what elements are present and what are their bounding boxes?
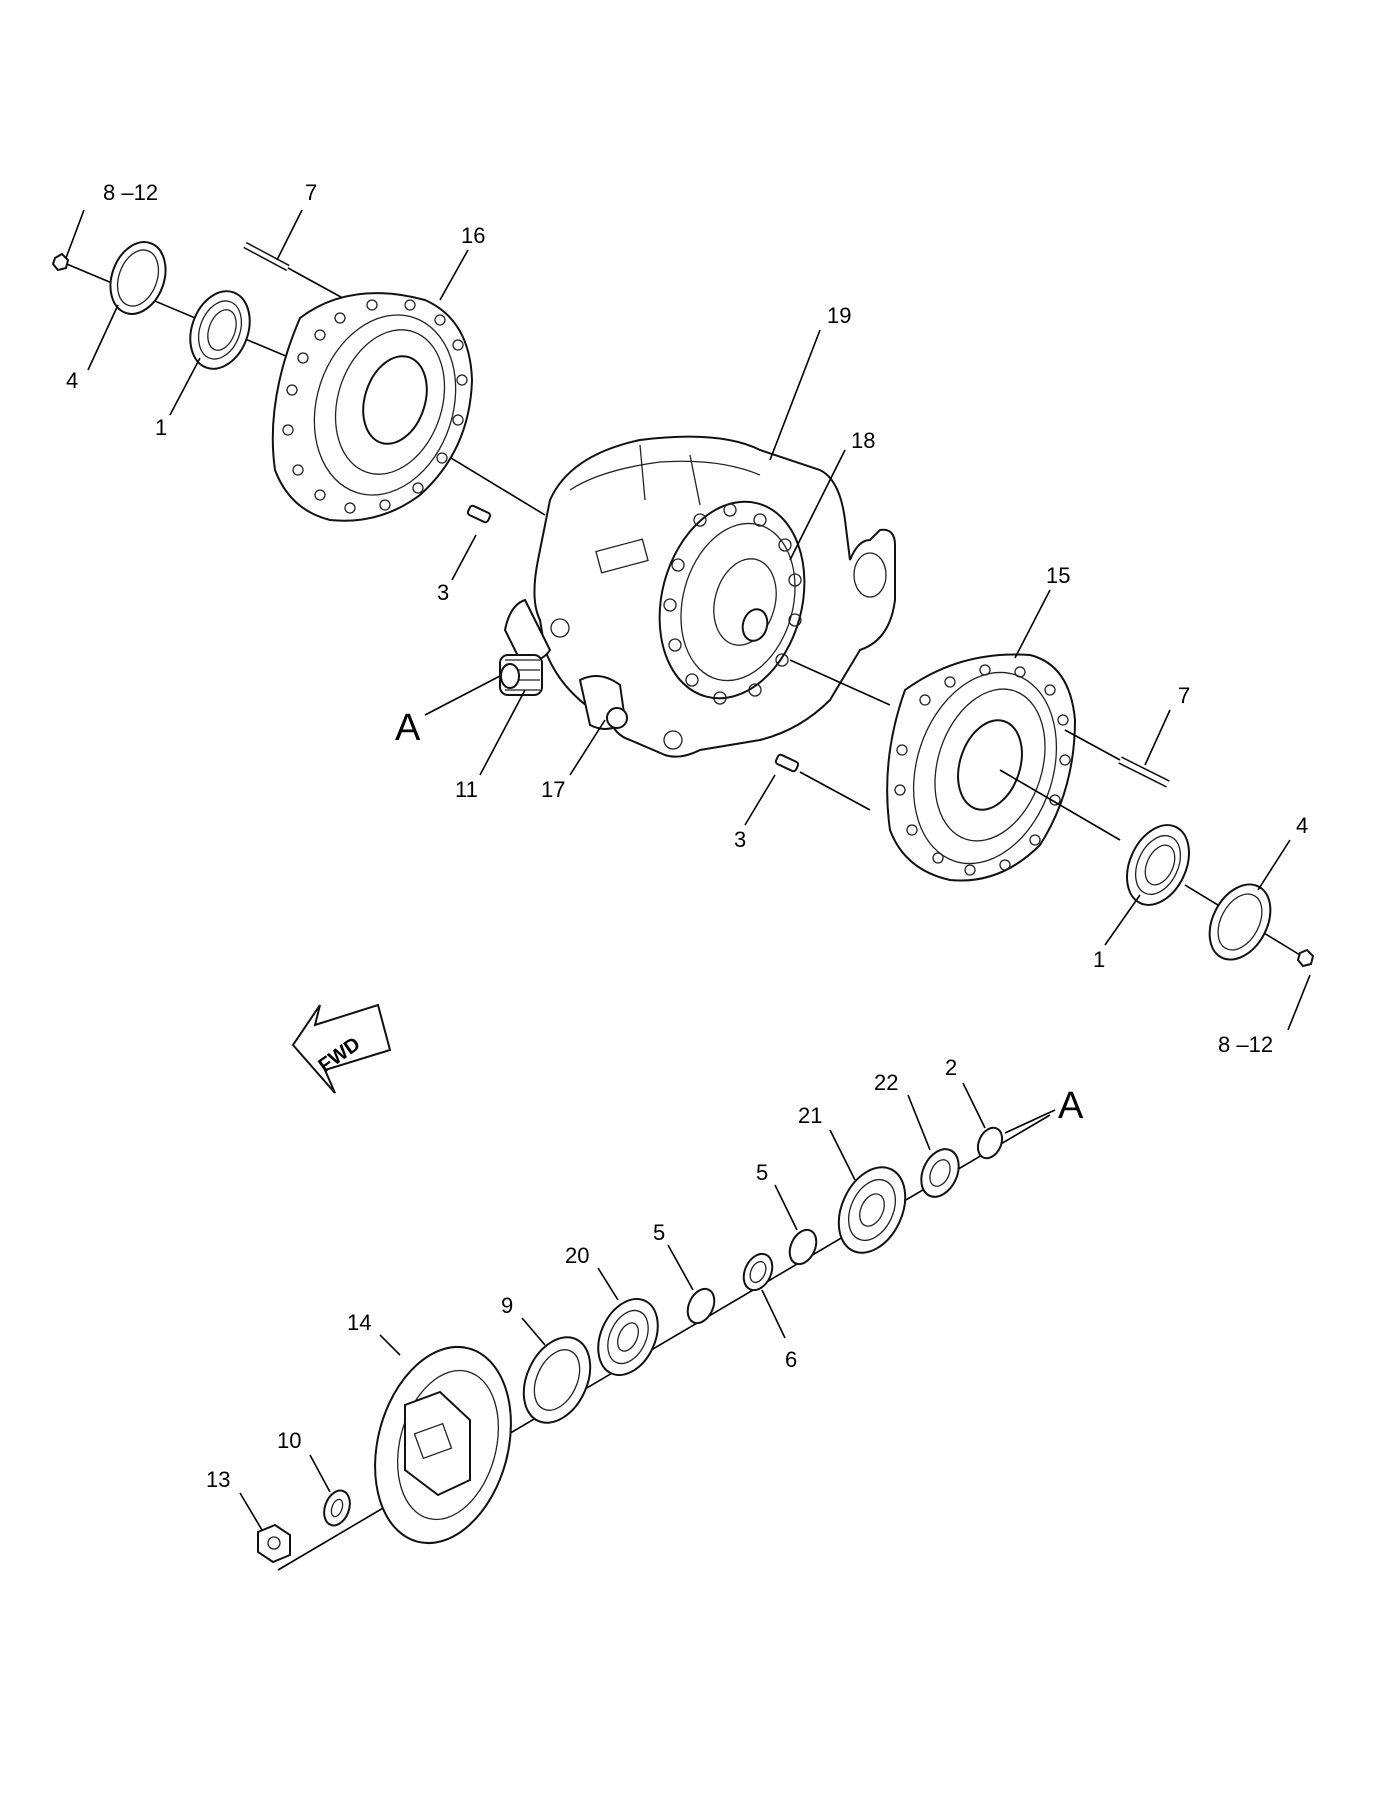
bearing-part-21 [837,1166,907,1254]
callout-14: 14 [347,1310,371,1335]
pin-part-7-top [243,241,351,303]
seal-part-1-top [189,290,251,370]
callout-a-bottom: A [1058,1085,1084,1127]
flange-housing-part-15 [886,653,1077,882]
center-to-right-axis [789,659,891,706]
callout-9: 9 [501,1293,513,1318]
snap-ring-part-2 [976,1126,1004,1160]
washer-part-10 [323,1489,351,1527]
callout-3-top: 3 [437,580,449,605]
callout-18: 18 [851,428,875,453]
callout-4-right: 4 [1296,813,1308,838]
nut-part-13 [257,1523,291,1564]
callout-10: 10 [277,1428,301,1453]
callout-16: 16 [461,223,485,248]
bolt-part-8-12-top [51,252,70,272]
callout-1-top: 1 [155,415,167,440]
retainer-ring-part-4-right [1208,883,1272,961]
pin-part-7-right [1064,729,1170,788]
seal-part-9 [522,1336,592,1424]
flange-housing-part-16 [271,292,474,522]
callout-13: 13 [206,1467,230,1492]
snap-ring-part-5-right [788,1228,818,1266]
callout-7-right: 7 [1178,683,1190,708]
callout-2: 2 [945,1055,957,1080]
callout-17: 17 [541,777,565,802]
callout-5-right: 5 [756,1160,768,1185]
main-housing-part-19 [499,435,896,758]
forward-direction-arrow: FWD [291,1003,392,1094]
callout-5-left: 5 [653,1220,665,1245]
callout-7-top: 7 [305,180,317,205]
retainer-ring-part-4-top [109,241,167,315]
callout-6: 6 [785,1347,797,1372]
left-shaft-axis [61,261,301,363]
snap-ring-part-5-left [686,1287,716,1325]
bearing-part-20 [597,1297,659,1377]
callout-15: 15 [1046,563,1070,588]
spacer-part-6 [742,1252,774,1292]
right-shaft-axis [999,769,1121,841]
leader-lines [65,209,1311,1531]
callout-21: 21 [798,1103,822,1128]
pin-part-3-top [466,504,492,524]
callout-20: 20 [565,1243,589,1268]
yoke-flange-part-14 [374,1345,512,1545]
washer-part-22 [920,1148,960,1198]
pin-part-3-bottom [774,753,871,811]
callout-8-12-top: 8 –12 [103,180,158,205]
callout-8-12-right: 8 –12 [1218,1032,1273,1057]
seal-part-1-right [1126,824,1190,906]
bolt-part-8-12-right [1296,948,1315,968]
callout-3-bottom: 3 [734,827,746,852]
callout-1-right: 1 [1093,947,1105,972]
callout-19: 19 [827,303,851,328]
callout-a-top: A [395,707,421,749]
callout-11: 11 [455,777,478,802]
callout-4-top: 4 [66,368,78,393]
callout-22: 22 [874,1070,898,1095]
